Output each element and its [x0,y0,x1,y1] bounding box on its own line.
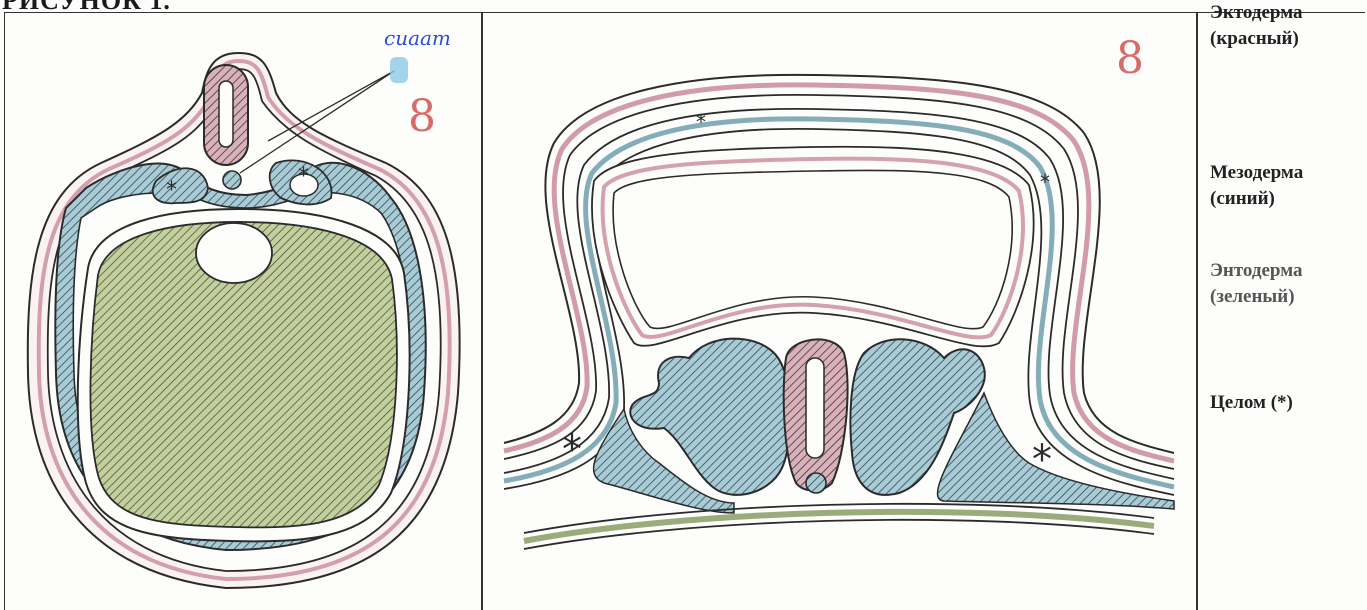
legend-ectoderm-name: Эктодерма [1210,0,1303,26]
coelom-mark-bottom-left: * [562,427,582,473]
number-mark-right: 8 [1116,33,1144,84]
endoderm-band [524,504,1154,549]
coelom-mark-bottom-right: * [1032,437,1052,483]
legend-ectoderm: Эктодерма (красный) [1210,0,1303,52]
notochord [223,171,241,189]
legend-endoderm-color: (зеленый) [1210,284,1303,310]
coelom-mark-top-right: * [1040,170,1050,194]
yolk-vacuole [196,223,272,283]
legend-mesoderm-name: Мезодерма [1210,160,1303,186]
neural-tube [784,339,848,490]
column-divider-1 [481,12,483,610]
legend-mesoderm: Мезодерма (синий) [1210,160,1303,212]
neural-tube [204,65,248,165]
legend-mesoderm-color: (синий) [1210,186,1303,212]
column-divider-2 [1196,12,1198,610]
legend-coelom-name: Целом (*) [1210,390,1293,416]
endoderm-yolk [78,209,410,541]
coelom-mark-left: * [166,178,177,203]
legend-coelom: Целом (*) [1210,390,1293,416]
annotation-line-1 [268,71,394,141]
inner-vesicle [592,147,1034,347]
dorsal-section-diagram: * * * * 8 [484,13,1194,609]
embryo-cross-section-diagram: * * сиаат 8 [6,13,480,609]
legend-ectoderm-color: (красный) [1210,26,1303,52]
legend-endoderm: Энтодерма (зеленый) [1210,258,1303,310]
notochord [806,473,826,493]
blue-color-swatch [390,57,408,83]
legend-endoderm-name: Энтодерма [1210,258,1303,284]
number-mark-left: 8 [408,91,436,142]
coelom-mark-top-left: * [696,110,706,134]
annotation-label: сиаат [384,26,451,50]
coelom-mark-right: * [298,164,309,189]
